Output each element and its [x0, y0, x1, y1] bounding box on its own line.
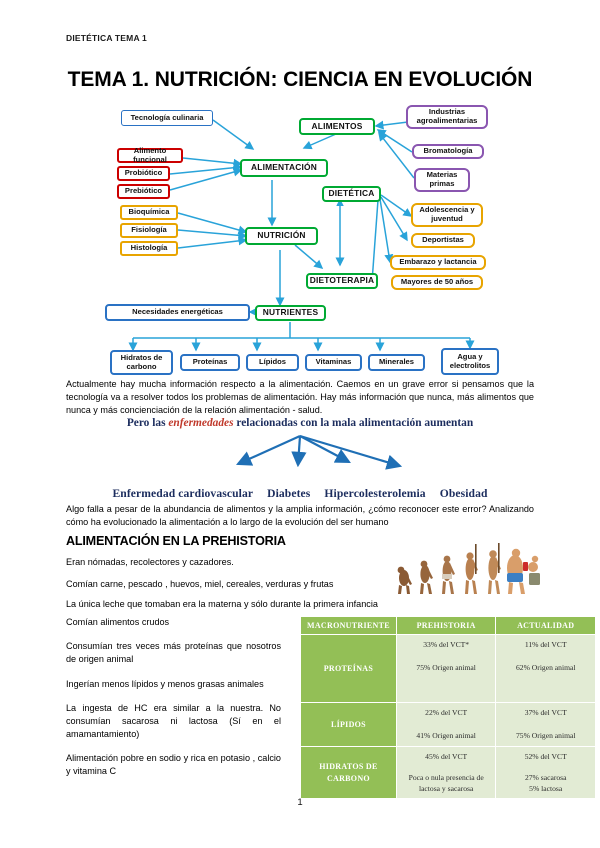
note-item: Consumían tres veces más proteínas que n…	[66, 641, 281, 665]
node-probiotico: Probiótico	[117, 166, 170, 181]
document-header-label: DIETÉTICA TEMA 1	[66, 33, 147, 43]
after-diseases-paragraph: Algo falla a pesar de la abundancia de a…	[66, 504, 534, 527]
node-necesidades-energeticas: Necesidades energéticas	[105, 304, 250, 321]
disease-item: Obesidad	[439, 487, 488, 500]
table-cell-actualidad: 37% del VCT 75% Origen animal	[495, 702, 596, 747]
node-vitaminas: Vitaminas	[305, 354, 362, 371]
disease-list: Enfermedad cardiovascular Diabetes Hiperco…	[0, 487, 600, 500]
red-line-emphasis: enfermedades	[168, 417, 234, 429]
table-row: HIDRATOS DE CARBONO 45% del VCT Poca o n…	[300, 745, 596, 800]
note-item: Comían alimentos crudos	[66, 617, 170, 627]
table-value-sub: Poca o nula presencia de lactosa y sacar…	[408, 773, 484, 793]
node-prebiotico: Prebiótico	[117, 184, 170, 199]
note-item: La ingesta de HC era similar a la nuestr…	[66, 702, 281, 740]
table-cell-actualidad: 11% del VCT 62% Origen animal	[495, 634, 596, 703]
table-cell-actualidad: 52% del VCT 27% sacarosa 5% lactosa	[495, 745, 596, 800]
prehistoria-notes-column: Comían alimentos crudos Consumían tres v…	[66, 616, 281, 790]
table-value-sub: 41% Origen animal	[416, 731, 476, 740]
note-item: Alimentación pobre en sodio y rica en po…	[66, 753, 281, 777]
red-emphasis-line: Pero las enfermedades relacionadas con l…	[0, 417, 600, 429]
node-dietoterapia: DIETOTERAPIA	[306, 273, 378, 289]
comparison-table: MACRONUTRIENTE PREHISTORIA ACTUALIDAD PR…	[300, 616, 596, 800]
table-value-main: 52% del VCT	[524, 752, 567, 761]
node-nutrientes: NUTRIENTES	[255, 305, 326, 321]
table-value-main: 22% del VCT	[425, 708, 468, 717]
table-value-main: 11% del VCT	[524, 640, 567, 649]
disease-fan-arrows	[235, 434, 403, 470]
table-row: PROTEÍNAS 33% del VCT* 75% Origen animal…	[300, 634, 596, 703]
note-item: Ingerían menos lípidos y menos grasas an…	[66, 678, 264, 689]
table-cell-prehistoria: 33% del VCT* 75% Origen animal	[395, 634, 497, 703]
concept-map-arrows	[128, 119, 475, 352]
node-lipidos: Lípidos	[246, 354, 299, 371]
table-cell-nutrient: PROTEÍNAS	[300, 634, 397, 703]
disease-item: Hipercolesterolemia	[324, 487, 426, 500]
node-industrias-agroalimentarias: Industrias agroalimentarias	[406, 105, 488, 129]
table-value-main: 45% del VCT	[425, 752, 468, 761]
section-heading-prehistoria: ALIMENTACIÓN EN LA PREHISTORIA	[66, 534, 286, 548]
table-header-row: MACRONUTRIENTE PREHISTORIA ACTUALIDAD	[300, 616, 596, 635]
table-value-sub: 27% sacarosa 5% lactosa	[524, 773, 567, 793]
red-line-post: relacionadas con la mala alimentación au…	[233, 417, 474, 429]
node-mayores-50: Mayores de 50 años	[391, 275, 483, 290]
prehistoria-line: La única leche que tomaban era la matern…	[66, 599, 378, 609]
node-minerales: Minerales	[368, 354, 425, 371]
node-hidratos-carbono: Hidratos de carbono	[110, 350, 173, 375]
node-bioquimica: Bioquímica	[120, 205, 178, 220]
node-agua-electrolitos: Agua y electrolitos	[441, 348, 499, 375]
node-tecnologia-culinaria: Tecnología culinaria	[121, 110, 213, 126]
red-line-pre: Pero las	[126, 417, 169, 429]
table-cell-prehistoria: 45% del VCT Poca o nula presencia de lac…	[395, 745, 497, 800]
table-cell-nutrient: HIDRATOS DE CARBONO	[300, 745, 397, 800]
page-number: 1	[297, 797, 303, 808]
prehistoria-line: Eran nómadas, recolectores y cazadores.	[66, 557, 234, 567]
table-value-sub: 62% Origen animal	[515, 663, 576, 672]
table-value-main: 37% del VCT	[524, 708, 567, 717]
table-value-main: 33% del VCT*	[423, 640, 470, 649]
table-cell-nutrient: LÍPIDOS	[300, 702, 397, 747]
intro-paragraph: Actualmente hay mucha información respec…	[66, 379, 534, 415]
node-alimentacion: ALIMENTACIÓN	[240, 159, 328, 177]
table-header-macronutriente: MACRONUTRIENTE	[300, 616, 397, 635]
node-dietetica: DIETÉTICA	[322, 186, 381, 202]
node-alimento-funcional: Alimento funcional	[117, 146, 183, 163]
table-value-sub: 75% Origen animal	[515, 731, 576, 740]
table-header-prehistoria: PREHISTORIA	[395, 616, 497, 635]
disease-item: Diabetes	[267, 487, 311, 500]
node-fisiologia: Fisiología	[120, 223, 178, 238]
table-value-sub: 75% Origen animal	[416, 663, 476, 672]
table-row: LÍPIDOS 22% del VCT 41% Origen animal 37…	[300, 702, 596, 747]
prehistoria-line: Comían carne, pescado , huevos, miel, ce…	[66, 579, 334, 589]
table-header-actualidad: ACTUALIDAD	[495, 616, 596, 635]
table-cell-prehistoria: 22% del VCT 41% Origen animal	[395, 702, 497, 747]
node-histologia: Histología	[120, 241, 178, 256]
node-adolescencia-juventud: Adolescencia y juventud	[411, 203, 483, 227]
evolution-of-man-illustration	[397, 543, 540, 594]
disease-item: Enfermedad cardiovascular	[112, 487, 254, 500]
node-alimentos: ALIMENTOS	[299, 118, 375, 135]
concept-map: Tecnología culinaria Alimento funcional …	[0, 100, 600, 378]
node-proteinas: Proteínas	[180, 354, 240, 371]
node-embarazo-lactancia: Embarazo y lactancia	[390, 255, 486, 270]
node-materias-primas: Materias primas	[414, 168, 470, 192]
node-bromatologia: Bromatología	[412, 144, 484, 159]
page-title: TEMA 1. NUTRICIÓN: CIENCIA EN EVOLUCIÓN	[67, 68, 533, 91]
node-nutricion: NUTRICIÓN	[245, 227, 318, 245]
node-deportistas: Deportistas	[411, 233, 475, 248]
